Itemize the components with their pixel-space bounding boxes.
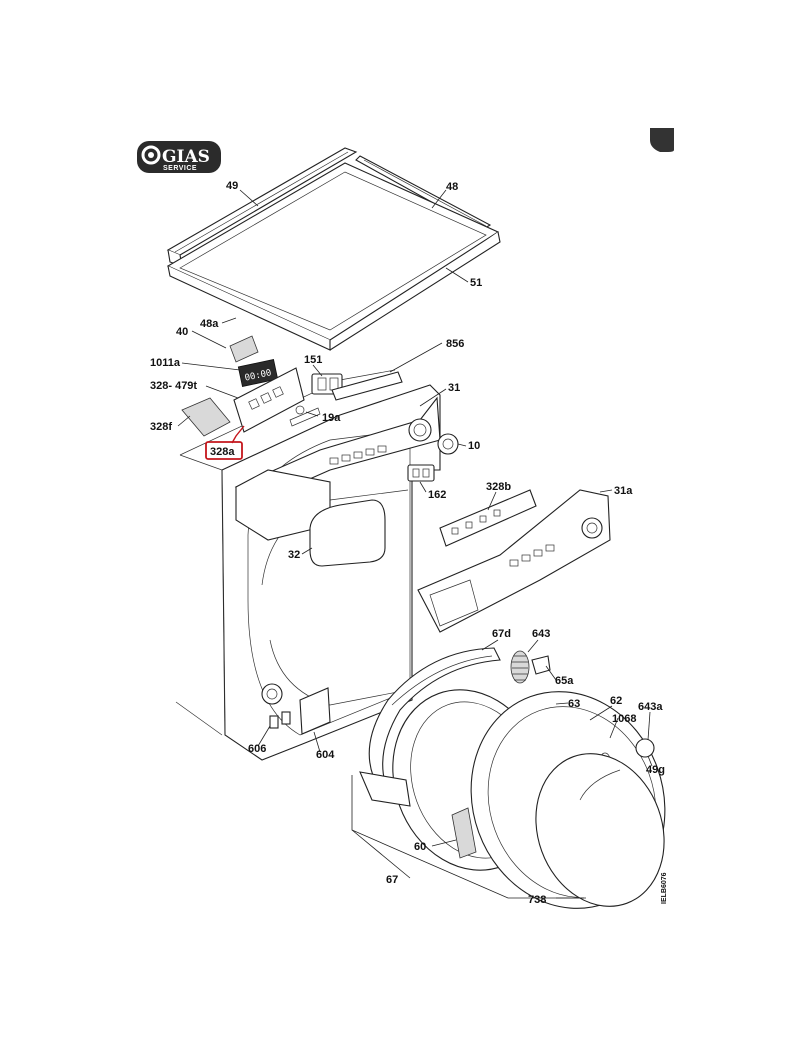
gias-service-logo: GIAS SERVICE [137,141,221,173]
label-65a: 65a [555,675,574,687]
label-604: 604 [316,749,335,761]
label-60: 60 [414,841,426,853]
door-glass-738 [535,753,665,907]
bracket-19a [289,407,321,427]
control-panel-31a [417,489,611,633]
label-328b: 328b [486,481,511,493]
washer-cabinet [175,369,441,761]
switch-162 [407,464,435,482]
label-48: 48 [446,181,458,193]
part-643 [510,650,530,684]
door-seal-67d [368,647,501,801]
label-48a: 48a [200,318,219,330]
label-49g: 49g [646,764,665,776]
parts-606 [269,711,291,729]
label-1068: 1068 [612,713,636,725]
electronic-board-328 [233,367,305,433]
label-1011a: 1011a [150,357,181,369]
label-31: 31 [448,382,460,394]
base-line-67 [351,775,584,899]
part-labels: 49 48 51 48a 40 1011a 151 856 328- 479t … [150,180,665,906]
page-corner-tab [650,128,674,152]
label-67d: 67d [492,628,511,640]
label-51: 51 [470,277,482,289]
logo-tagline-text: SERVICE [163,165,197,172]
display-board-1011a: 00:00 [237,359,279,387]
label-643a: 643a [638,701,663,713]
panel-strip-856 [331,371,403,401]
label-328-479t: 328- 479t [150,380,197,392]
label-19a: 19a [322,412,341,424]
label-40: 40 [176,326,188,338]
label-738: 738 [528,894,546,906]
label-328a: 328a [210,446,235,458]
label-856: 856 [446,338,464,350]
button-board-328b [439,489,537,547]
label-643: 643 [532,628,550,640]
leader-lines [177,189,653,899]
label-62: 62 [610,695,622,707]
insulation-sheet-328f [181,397,231,437]
label-67: 67 [386,874,398,886]
filter-door-604 [299,687,331,735]
label-31a: 31a [614,485,633,497]
label-328f: 328f [150,421,172,433]
top-cover-panel [166,162,501,351]
logo-brand-text: GIAS [162,147,210,167]
label-162: 162 [428,489,446,501]
label-32: 32 [288,549,300,561]
label-606: 606 [248,743,266,755]
knob-10 [437,433,459,455]
label-151: 151 [304,354,322,366]
label-49: 49 [226,180,238,192]
hinge-65a [531,655,551,675]
drawing-code-text: IELB6076 [661,872,668,904]
label-63: 63 [568,698,580,710]
part-40 [229,335,259,363]
highlight-box-328a [205,441,243,460]
label-10: 10 [468,440,480,452]
part-643a [635,738,655,758]
